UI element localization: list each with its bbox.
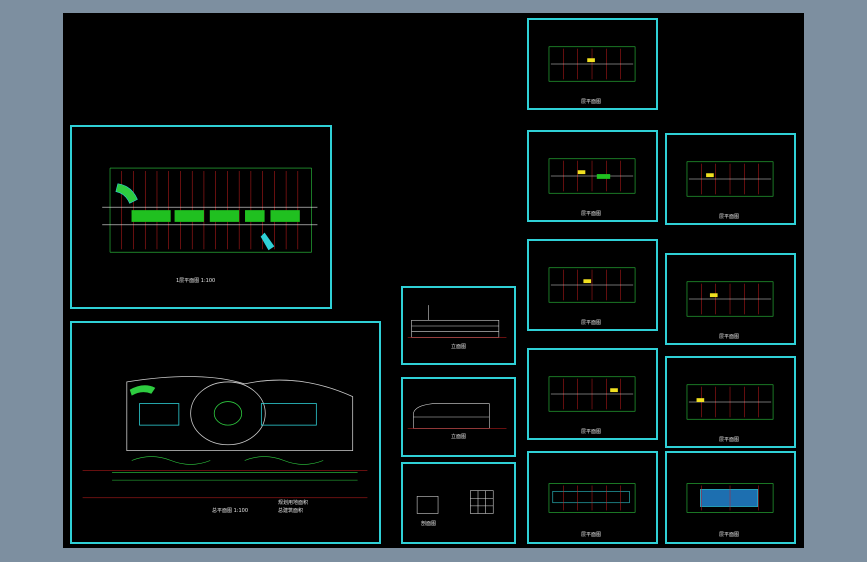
elevation-2-drawing bbox=[407, 403, 507, 429]
floor-plan-caption-1: 层平面图 bbox=[581, 99, 602, 105]
floor-plan-caption-7: 层平面图 bbox=[719, 334, 740, 340]
floor-plan-caption-3: 层平面图 bbox=[581, 320, 602, 326]
elevation-1-caption: 立面图 bbox=[451, 344, 467, 350]
elevation-1-sheet[interactable]: 立面图 bbox=[401, 286, 516, 365]
section-caption: 剖面图 bbox=[421, 521, 437, 527]
floor-plan-caption-9: 层平面图 bbox=[719, 532, 740, 538]
cad-drawing-canvas[interactable]: 1层平面图 1:100 总平面图 1:100 规划用地面积 bbox=[63, 13, 804, 548]
floor-plan-sheet-5[interactable]: 层平面图 bbox=[527, 451, 658, 544]
elevation-2-sheet[interactable]: 立面图 bbox=[401, 377, 516, 457]
floor-plan-caption-6: 层平面图 bbox=[719, 214, 740, 220]
elevation-2-caption: 立面图 bbox=[451, 434, 467, 440]
floor-plan-sheet-3[interactable]: 层平面图 bbox=[527, 239, 658, 331]
first-floor-plan-caption: 1层平面图 1:100 bbox=[176, 278, 216, 284]
floor-plan-drawing-8 bbox=[686, 384, 774, 420]
first-floor-plan-drawing bbox=[102, 167, 318, 253]
floor-plan-caption-4: 层平面图 bbox=[581, 429, 602, 435]
floor-plan-sheet-2[interactable]: 层平面图 bbox=[527, 130, 658, 222]
floor-plan-drawing-3 bbox=[548, 267, 636, 303]
floor-plan-sheet-7[interactable]: 层平面图 bbox=[665, 253, 796, 345]
floor-plan-drawing-5 bbox=[548, 483, 636, 513]
floor-plan-drawing-9 bbox=[686, 483, 774, 513]
site-plan-caption: 总平面图 1:100 bbox=[212, 508, 248, 514]
section-sheet[interactable]: 剖面图 bbox=[401, 462, 516, 544]
section-drawing bbox=[416, 490, 494, 514]
floor-plan-caption-5: 层平面图 bbox=[581, 532, 602, 538]
floor-plan-sheet-4[interactable]: 层平面图 bbox=[527, 348, 658, 440]
floor-plan-sheet-1[interactable]: 层平面图 bbox=[527, 18, 658, 110]
site-plan-note-1: 规划用地面积 bbox=[278, 500, 309, 506]
floor-plan-drawing-2 bbox=[548, 158, 636, 194]
floor-plan-caption-8: 层平面图 bbox=[719, 437, 740, 443]
floor-plan-sheet-9[interactable]: 层平面图 bbox=[665, 451, 796, 544]
site-plan-sheet[interactable]: 总平面图 1:100 规划用地面积 总建筑面积 bbox=[70, 321, 381, 544]
floor-plan-sheet-8[interactable]: 层平面图 bbox=[665, 356, 796, 448]
floor-plan-drawing-7 bbox=[686, 281, 774, 317]
floor-plan-drawing-1 bbox=[548, 46, 636, 82]
elevation-1-drawing bbox=[407, 305, 507, 338]
floor-plan-drawing-6 bbox=[686, 161, 774, 197]
floor-plan-caption-2: 层平面图 bbox=[581, 211, 602, 217]
floor-plan-drawing-4 bbox=[548, 376, 636, 412]
floor-plan-sheet-6[interactable]: 层平面图 bbox=[665, 133, 796, 225]
site-plan-note-2: 总建筑面积 bbox=[278, 508, 304, 514]
site-plan-drawing bbox=[82, 376, 368, 499]
first-floor-plan-sheet[interactable]: 1层平面图 1:100 bbox=[70, 125, 332, 309]
